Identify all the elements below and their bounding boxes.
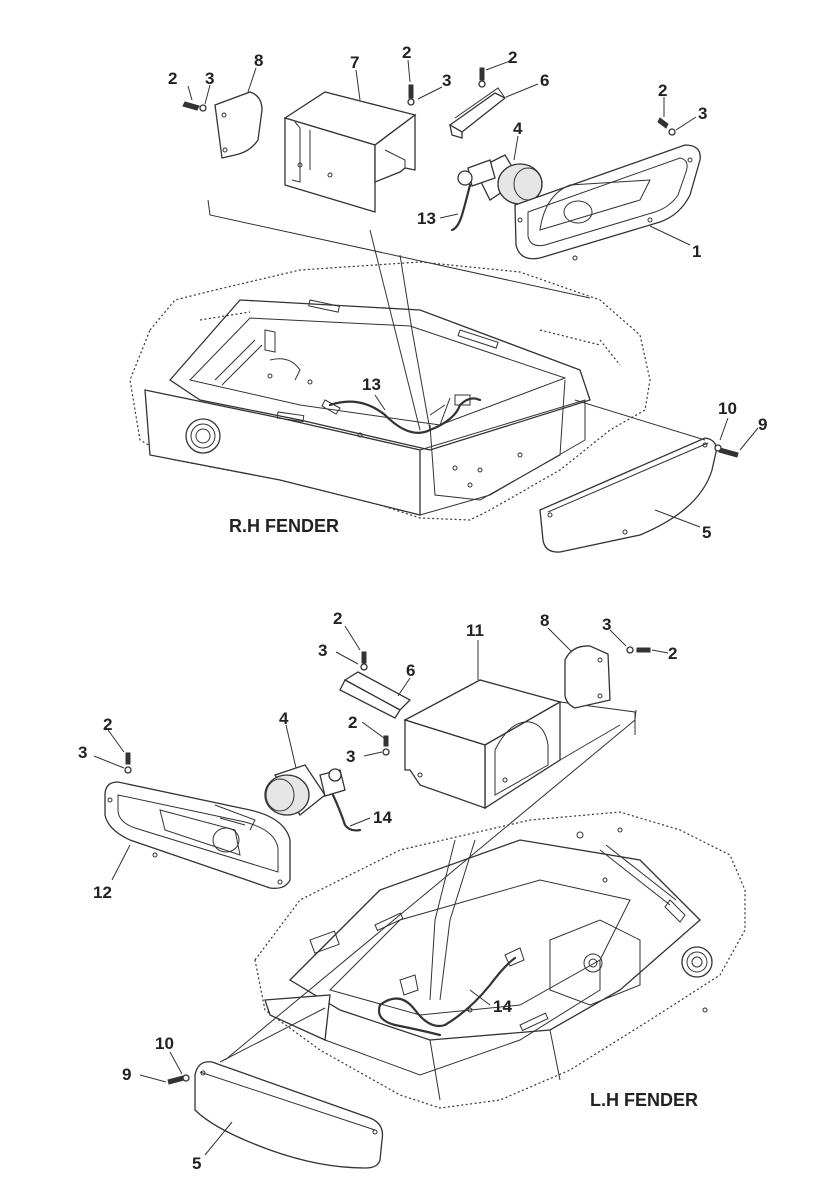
rh-callout-7: 7 (350, 53, 359, 72)
rh-callout-3: 3 (205, 69, 214, 88)
rh-hardware (182, 67, 676, 136)
lh-callout-2: 2 (668, 644, 677, 663)
rh-callout-2: 2 (402, 43, 411, 62)
rh-callout-9: 9 (758, 415, 767, 434)
lh-callout-4: 4 (279, 709, 289, 728)
lh-cover-plate-5 (194, 1061, 384, 1169)
rh-callout-8: 8 (254, 51, 263, 70)
rh-callout-4: 4 (513, 119, 523, 138)
lh-hardware (124, 646, 651, 774)
rh-bracket-6 (448, 92, 507, 133)
rh-fender-caption: R.H FENDER (229, 516, 339, 536)
lh-side-marker-lens (681, 946, 713, 978)
lh-callout-10: 10 (155, 1034, 174, 1053)
lh-callout-2: 2 (333, 609, 342, 628)
lh-callout-3: 3 (78, 743, 87, 762)
lh-bezel-12 (104, 781, 291, 889)
lh-callout-5: 5 (192, 1154, 201, 1173)
lh-callout-3: 3 (602, 615, 611, 634)
lh-callout-2: 2 (103, 715, 112, 734)
rh-callout-2: 2 (508, 48, 517, 67)
rh-callout-3: 3 (442, 71, 451, 90)
lh-callout-11: 11 (466, 621, 484, 640)
lh-callout-3: 3 (346, 747, 355, 766)
rh-bezel-1 (514, 144, 701, 261)
lh-lamp-4 (264, 764, 346, 816)
rh-callout-2: 2 (658, 81, 667, 100)
lh-callout-12: 12 (93, 883, 112, 902)
lh-harness-14-loose (331, 793, 362, 832)
rh-fender-inner-pocket (189, 317, 567, 426)
lh-harness-14-installed (378, 956, 517, 1028)
rh-callout-6: 6 (540, 71, 549, 90)
rh-harness-13-loose (450, 183, 472, 232)
rh-fender-assembly: 2 3 8 7 2 3 2 6 4 2 3 13 1 13 10 9 5 R.H… (129, 43, 767, 553)
rh-callout-13: 13 (417, 209, 436, 228)
rh-callout-13: 13 (362, 375, 381, 394)
lh-fender-top (288, 839, 701, 1041)
rh-lamp-4 (457, 154, 543, 205)
lh-callout-14: 14 (373, 808, 392, 827)
lh-fender-assembly: 2 3 6 11 8 3 2 2 3 4 2 3 14 12 14 10 9 5… (78, 609, 746, 1173)
lh-callout-3: 3 (318, 641, 327, 660)
lh-callout-6: 6 (406, 661, 415, 680)
rh-callout-5: 5 (702, 523, 711, 542)
lh-fender-inner-pocket (329, 879, 631, 1016)
rh-callout-2: 2 (168, 69, 177, 88)
rh-callout-3: 3 (698, 104, 707, 123)
lh-callout-8: 8 (540, 611, 549, 630)
lh-bracket-8 (564, 645, 611, 709)
rh-callout-10: 10 (718, 399, 737, 418)
lh-callout-9: 9 (122, 1065, 131, 1084)
rh-bracket-8 (214, 91, 263, 159)
lh-callout-2: 2 (348, 713, 357, 732)
lh-callout-14: 14 (493, 997, 512, 1016)
rh-cover-plate-5 (539, 437, 717, 553)
rh-callout-1: 1 (692, 242, 701, 261)
lh-fender-caption: L.H FENDER (590, 1090, 698, 1110)
